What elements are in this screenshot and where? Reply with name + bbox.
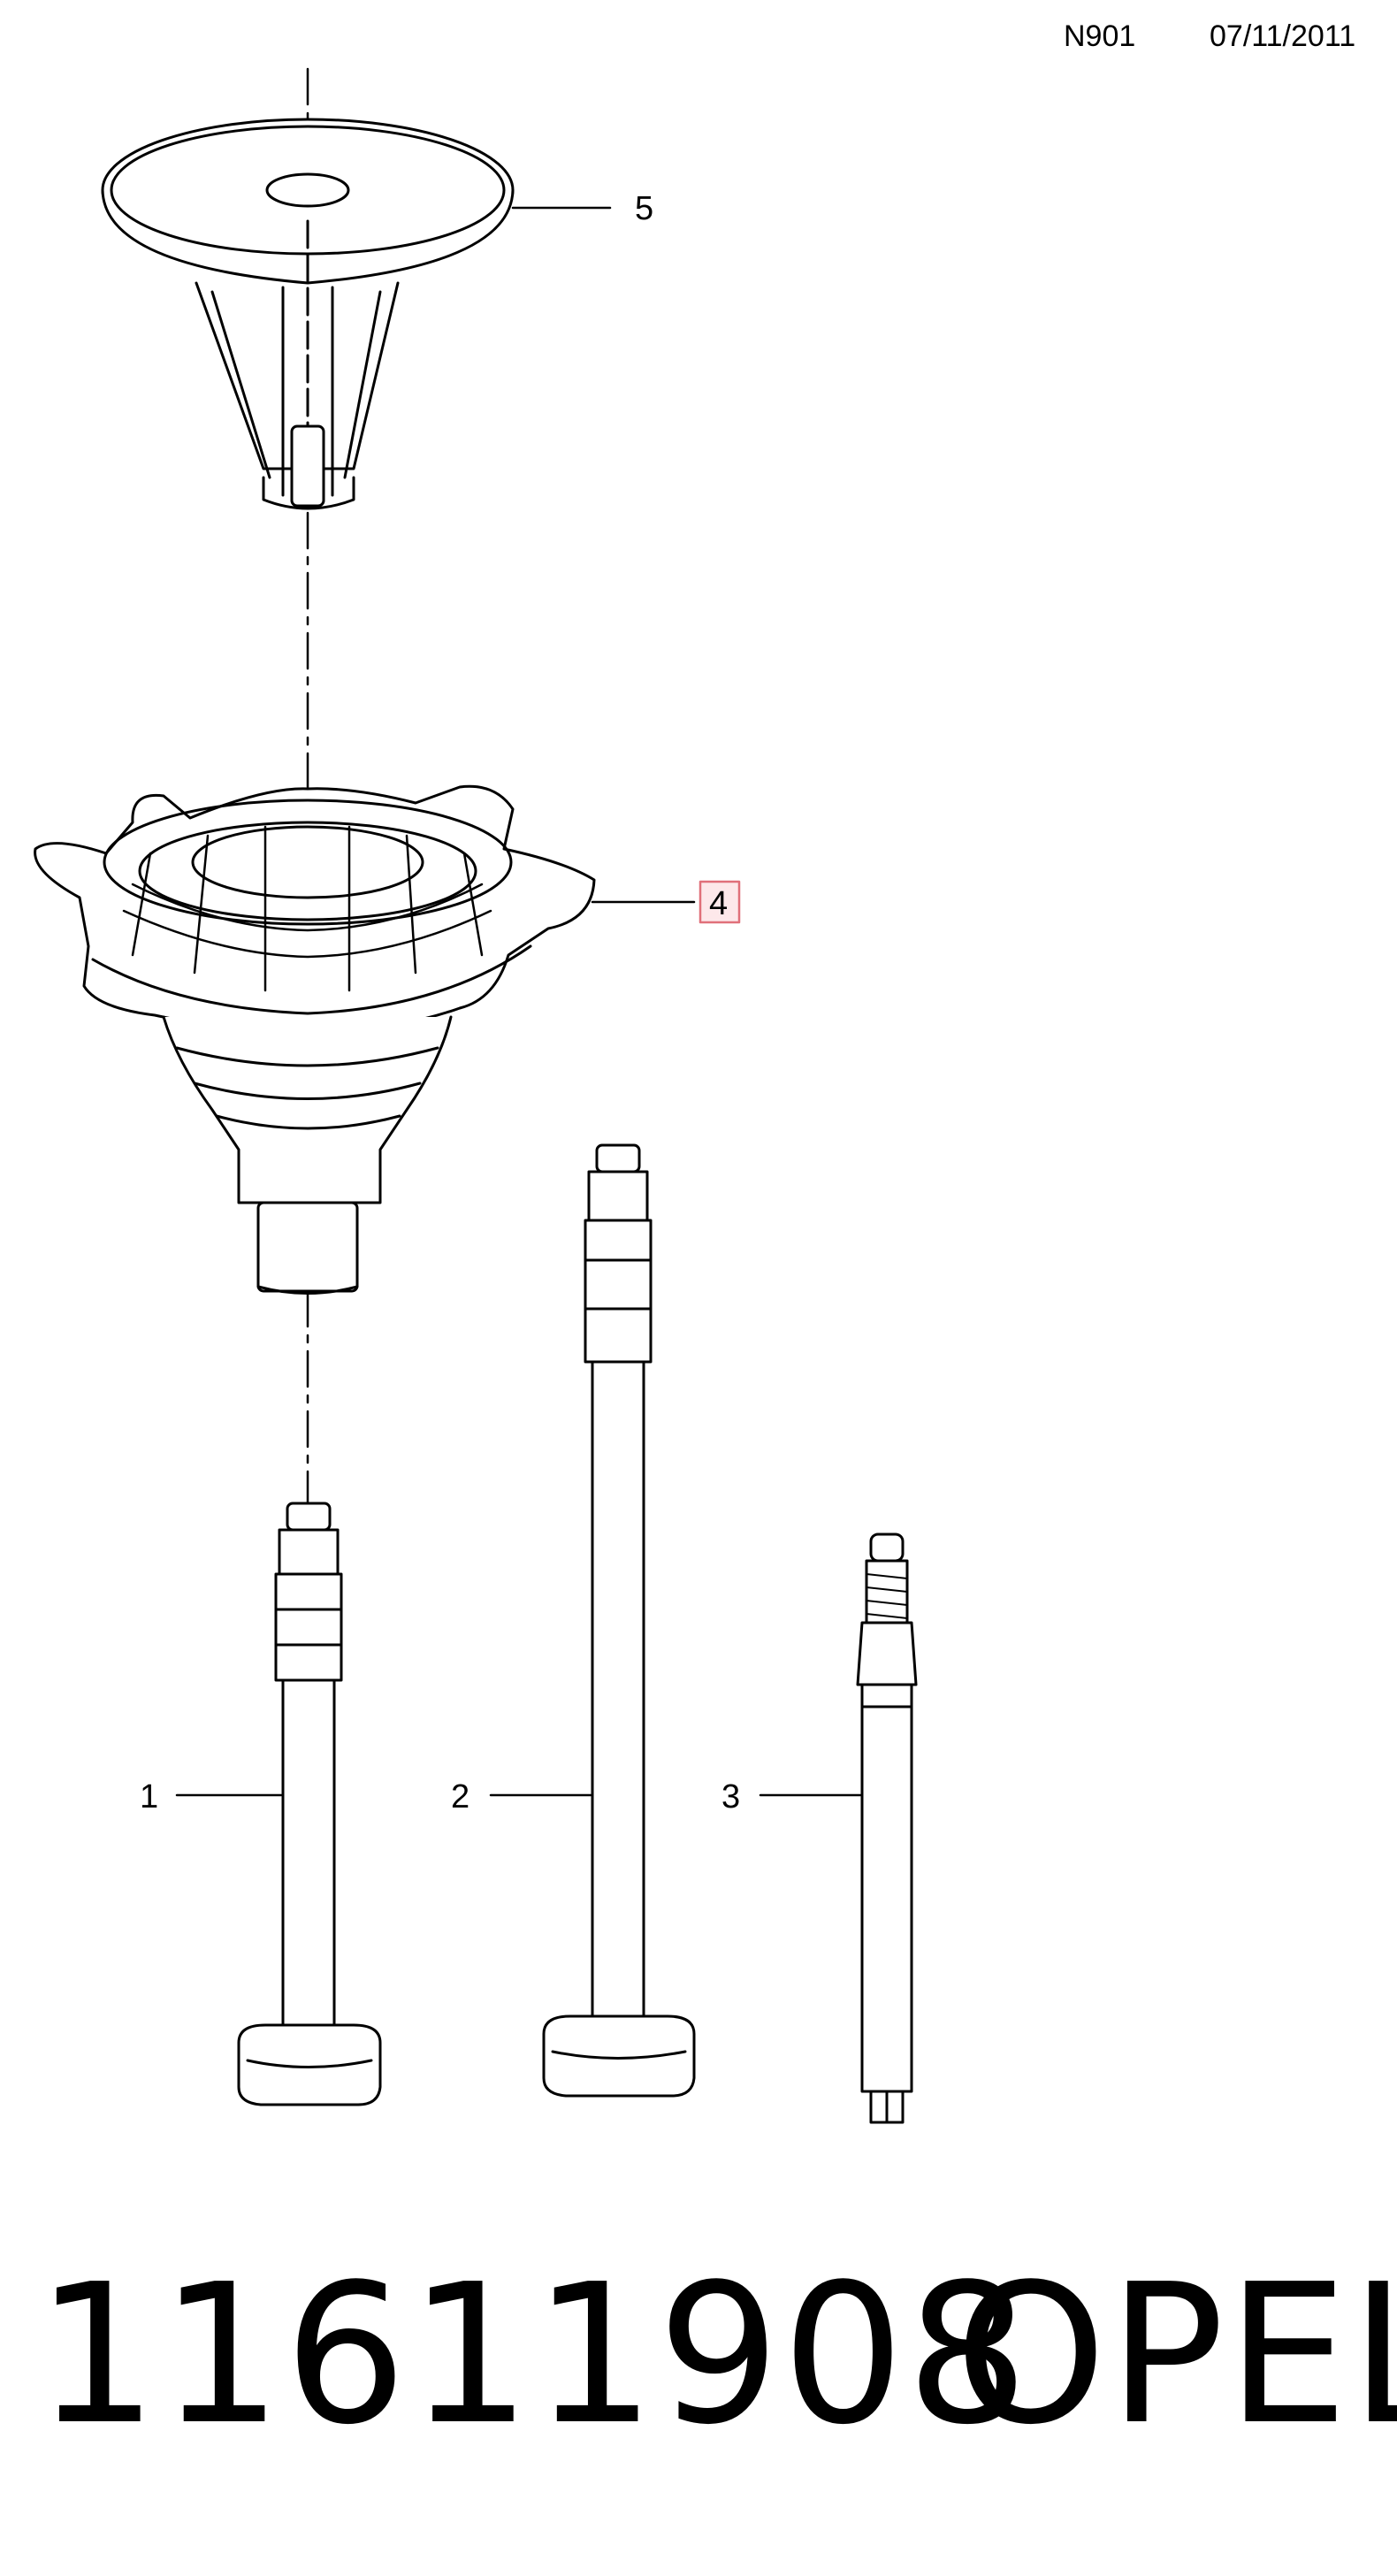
part-1-threaded-rod-short[interactable] — [237, 1502, 382, 2106]
diagram-code: N901 — [1064, 19, 1136, 53]
callout-highlight-box — [698, 880, 741, 924]
callout-label-5: 5 — [635, 190, 653, 227]
brand-name: OPEL — [955, 2243, 1397, 2467]
part-2-threaded-rod-long[interactable] — [542, 1143, 696, 2098]
part-3-threaded-stud[interactable] — [856, 1533, 918, 2124]
part-4-spare-wheel-holder[interactable] — [34, 784, 596, 1295]
part-number: 11611908 — [35, 2243, 1031, 2467]
callout-label-4[interactable]: 4 — [709, 885, 728, 922]
callout-label-2: 2 — [451, 1778, 469, 1815]
diagram-date: 07/11/2011 — [1210, 19, 1356, 53]
callout-leaders — [175, 206, 862, 1797]
callout-label-3: 3 — [721, 1778, 740, 1815]
callout-label-1: 1 — [140, 1778, 158, 1815]
part-5-retainer-cap[interactable] — [101, 118, 515, 510]
